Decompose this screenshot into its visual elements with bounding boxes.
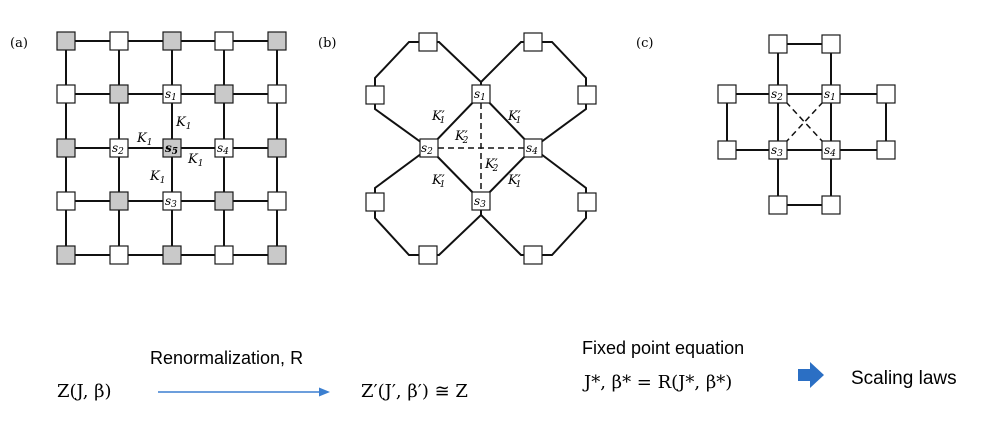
label-s1: s1 xyxy=(824,87,836,103)
renormalization-arrow-head xyxy=(319,387,330,397)
panel-c-site-labels: s2 s1 s3 s4 xyxy=(771,87,836,159)
site-filled xyxy=(162,245,182,265)
coupling-k1p-lr: K′1 xyxy=(507,173,521,190)
label-s4: s4 xyxy=(217,141,229,157)
label-s4: s4 xyxy=(824,143,836,159)
site-open xyxy=(821,195,841,215)
label-s1: s1 xyxy=(474,87,486,103)
site-open xyxy=(109,31,129,51)
site-open xyxy=(267,191,287,211)
label-s3: s3 xyxy=(165,194,177,210)
site-s4 xyxy=(523,138,543,158)
site-open xyxy=(56,84,76,104)
site-s4 xyxy=(821,140,841,160)
site-s1 xyxy=(471,84,491,104)
coupling-k1p-ll: K′1 xyxy=(431,173,445,190)
site-open xyxy=(717,140,737,160)
panel-c-sites xyxy=(717,34,896,215)
site-open xyxy=(876,84,896,104)
site-open xyxy=(821,34,841,54)
label-s2: s2 xyxy=(421,141,433,157)
panel-a: (a) xyxy=(10,31,287,265)
panel-b-tag: (b) xyxy=(318,36,336,51)
site-open xyxy=(365,85,385,105)
site-filled xyxy=(267,245,287,265)
panel-a-site-labels: s1 s2 s5 s4 s3 xyxy=(112,87,229,210)
coupling-k1-left: K1 xyxy=(136,131,152,148)
coupling-k1-up: K1 xyxy=(175,115,191,132)
site-open xyxy=(577,85,597,105)
panel-b-site-labels: s1 s2 s3 s4 xyxy=(421,87,538,210)
site-s3 xyxy=(471,191,491,211)
site-open xyxy=(768,34,788,54)
site-filled xyxy=(56,31,76,51)
scaling-laws-label: Scaling laws xyxy=(851,368,957,389)
label-s5: s5 xyxy=(165,141,178,157)
partition-function: Z(J, β) xyxy=(57,381,112,402)
coupling-k1p-ur: K′1 xyxy=(507,109,521,126)
panel-a-sites xyxy=(56,31,287,265)
site-s1 xyxy=(821,84,841,104)
site-filled xyxy=(109,191,129,211)
site-open xyxy=(214,245,234,265)
label-s3: s3 xyxy=(474,194,486,210)
site-s5 xyxy=(162,138,182,158)
panel-c-bonds xyxy=(726,43,887,206)
site-open xyxy=(267,84,287,104)
panel-b: (b) xyxy=(318,32,597,265)
site-open xyxy=(418,32,438,52)
panel-c: (c) s2 xyxy=(636,34,896,215)
panel-b-sites xyxy=(365,32,597,265)
panel-a-couplings: K1 K1 K1 K1 xyxy=(136,115,203,186)
site-open xyxy=(109,245,129,265)
site-open xyxy=(523,32,543,52)
site-s2 xyxy=(109,138,129,158)
coupling-k1-down: K1 xyxy=(149,169,165,186)
panel-c-tag: (c) xyxy=(636,36,653,51)
site-filled xyxy=(214,191,234,211)
site-s4 xyxy=(214,138,234,158)
panel-b-bonds xyxy=(374,41,587,256)
site-open xyxy=(365,192,385,212)
coupling-k1p-ul: K′1 xyxy=(431,109,445,126)
panel-b-couplings: K′1 K′1 K′2 K′2 K′1 K′1 xyxy=(431,109,521,190)
label-s3: s3 xyxy=(771,143,783,159)
site-s2 xyxy=(768,84,788,104)
site-s3 xyxy=(768,140,788,160)
label-s1: s1 xyxy=(165,87,177,103)
fixed-point-equation: J*, β* = R(J*, β*) xyxy=(582,372,732,393)
label-s2: s2 xyxy=(112,141,124,157)
site-filled xyxy=(56,138,76,158)
site-open xyxy=(56,191,76,211)
site-s3 xyxy=(162,191,182,211)
site-filled xyxy=(214,84,234,104)
label-s4: s4 xyxy=(526,141,538,157)
site-s1 xyxy=(162,84,182,104)
site-s2 xyxy=(419,138,439,158)
renormalized-partition: Z′(J′, β′) ≅ Z xyxy=(361,381,468,402)
coupling-k2p-upper: K′2 xyxy=(454,129,469,146)
coupling-k2p-lower: K′2 xyxy=(484,157,499,174)
site-open xyxy=(577,192,597,212)
site-filled xyxy=(267,138,287,158)
site-filled xyxy=(267,31,287,51)
site-filled xyxy=(56,245,76,265)
fixed-point-title: Fixed point equation xyxy=(582,338,744,358)
site-open xyxy=(717,84,737,104)
site-open xyxy=(418,245,438,265)
coupling-k1-right: K1 xyxy=(187,152,203,169)
site-open xyxy=(214,31,234,51)
panel-a-tag: (a) xyxy=(10,36,28,51)
site-filled xyxy=(109,84,129,104)
site-filled xyxy=(162,31,182,51)
site-open xyxy=(768,195,788,215)
site-open xyxy=(876,140,896,160)
site-open xyxy=(523,245,543,265)
renormalization-label: Renormalization, R xyxy=(150,348,303,368)
right-arrow-icon xyxy=(798,362,824,388)
label-s2: s2 xyxy=(771,87,783,103)
equations-row: Z(J, β) Renormalization, R Z′(J′, β′) ≅ … xyxy=(57,338,957,402)
